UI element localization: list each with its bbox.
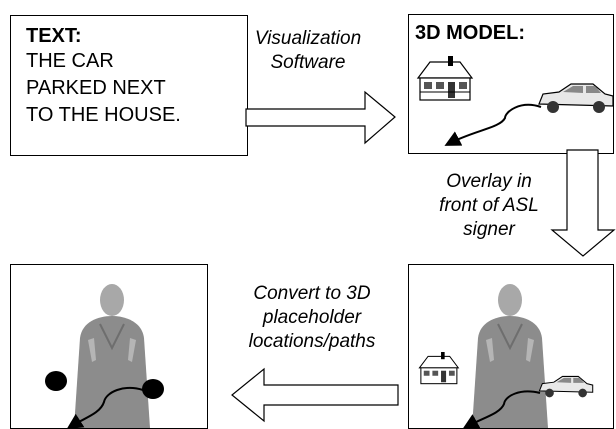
car-icon [538, 375, 594, 398]
caption-line: front of ASL [439, 195, 539, 216]
path-arrow-icon [462, 390, 541, 429]
caption-line: Visualization [254, 28, 362, 49]
caption-visualization-software: Visualization Software [228, 27, 388, 75]
house-icon [418, 352, 460, 385]
caption-overlay: Overlay in front of ASL signer [418, 170, 560, 242]
caption-line: signer [463, 219, 515, 240]
caption-line: locations/paths [248, 331, 376, 352]
house-icon [416, 56, 474, 101]
arrow-left-icon [231, 367, 399, 423]
caption-line: Convert to 3D [253, 283, 371, 304]
placeholder-marker [45, 371, 67, 391]
path-arrow-icon [66, 386, 144, 429]
text-box-heading: TEXT: [26, 25, 82, 47]
caption-line: Software [270, 52, 346, 73]
signer-figure [472, 284, 548, 428]
text-box [10, 15, 248, 156]
text-line: THE CAR [26, 50, 114, 72]
signer-figure [74, 284, 150, 428]
model-box-heading: 3D MODEL: [415, 22, 525, 44]
car-icon [538, 83, 614, 113]
path-arrow-icon [444, 103, 542, 146]
arrow-down-icon [550, 149, 616, 257]
caption-convert: Convert to 3D placeholder locations/path… [226, 282, 398, 354]
text-line: PARKED NEXT [26, 77, 166, 99]
arrow-right-icon [245, 90, 396, 145]
placeholder-marker [142, 379, 164, 399]
text-line: TO THE HOUSE. [26, 104, 181, 126]
caption-line: placeholder [262, 307, 362, 328]
caption-line: Overlay in [446, 171, 532, 192]
